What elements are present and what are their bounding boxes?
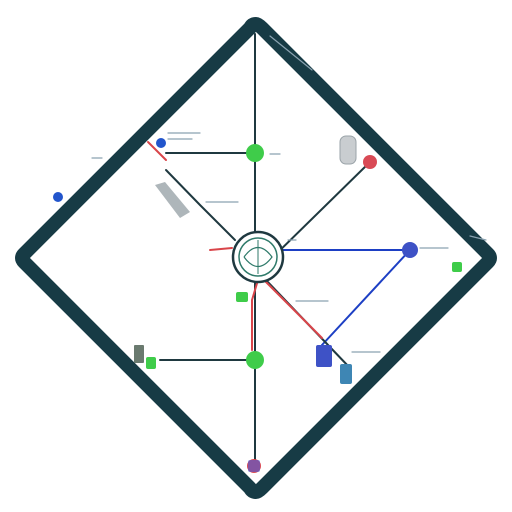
server-icon[interactable] [155, 182, 190, 218]
bottom-node-icon[interactable] [248, 460, 260, 472]
top-left-small-dot[interactable] [156, 138, 166, 148]
device-icon[interactable] [134, 345, 144, 363]
cylinder-icon[interactable] [339, 135, 357, 165]
left-corner-node-dot[interactable] [53, 192, 63, 202]
document-icon[interactable] [340, 364, 352, 384]
red-left-line [147, 141, 233, 251]
upper-right-node-dot[interactable] [363, 155, 377, 169]
right-node-dot[interactable] [402, 242, 418, 258]
red-lower-right-line [265, 281, 323, 339]
icons [134, 135, 462, 472]
top-node-dot[interactable] [246, 144, 264, 162]
upper-right-line [267, 161, 371, 263]
caption-marks [91, 35, 487, 353]
window-icon[interactable] [316, 345, 332, 367]
middle-node-dot[interactable] [246, 351, 264, 369]
left-diagonal-line [165, 169, 236, 241]
red-down-line [251, 279, 259, 351]
central-hub[interactable] [231, 230, 285, 284]
right-green-icon[interactable] [452, 262, 462, 272]
blue-diagonal-line [321, 249, 411, 346]
folder-icon[interactable] [236, 292, 248, 302]
small-square-icon[interactable] [146, 357, 156, 369]
